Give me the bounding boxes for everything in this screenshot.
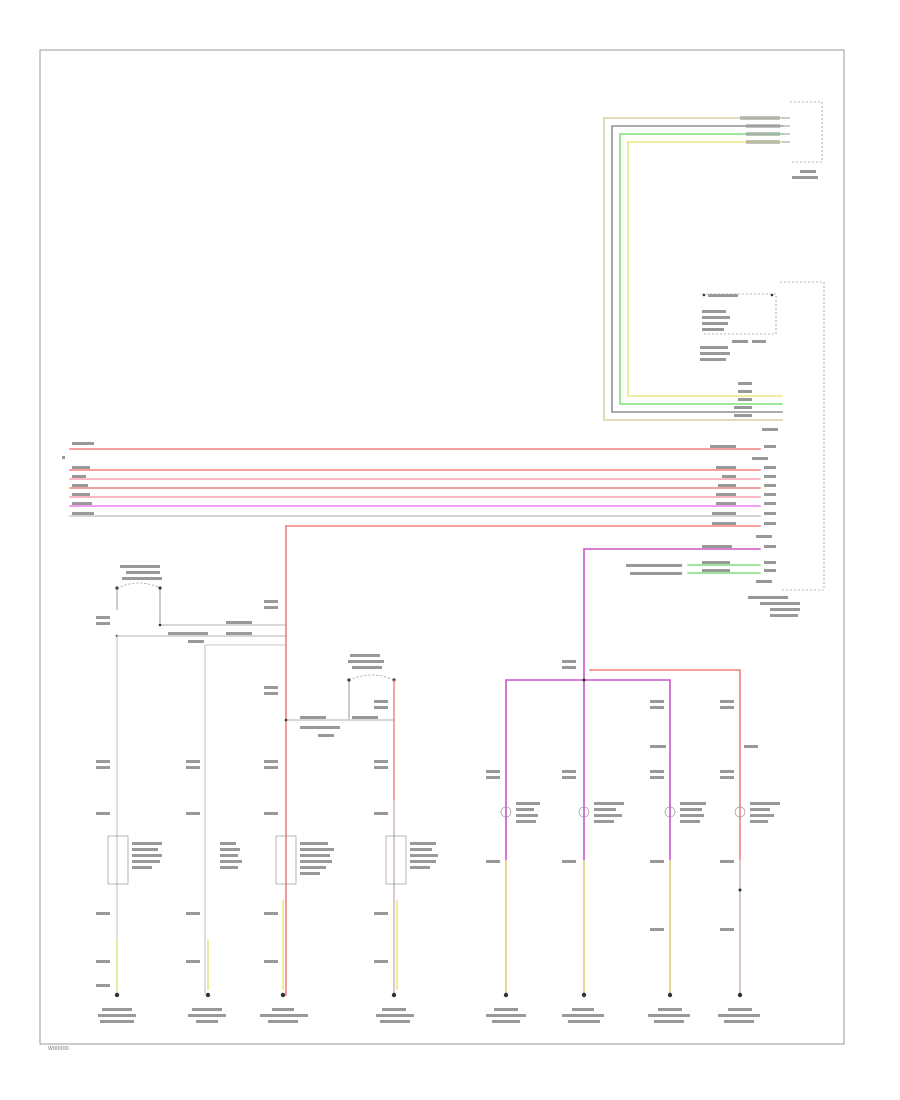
top-module-harness — [603, 116, 783, 421]
lamp-column-2 — [186, 645, 242, 1023]
lamp-column-7 — [648, 700, 706, 1023]
lower-right-wires — [583, 545, 776, 681]
left-jumper-wires — [117, 621, 286, 646]
main-module-label — [748, 596, 800, 617]
harness-labels — [62, 442, 776, 538]
diagram-frame — [39, 49, 845, 1045]
right-group-wires — [505, 660, 741, 996]
lamp-column-5 — [486, 770, 540, 1023]
lamp-column-3 — [260, 600, 334, 1023]
diagram-reference: W00000 — [48, 1046, 69, 1052]
lamp-column-6 — [562, 770, 624, 1023]
lamp-column-1 — [96, 636, 162, 1023]
left-switch — [96, 565, 162, 638]
main-module-pin-labels — [734, 382, 778, 431]
top-right-component — [782, 101, 823, 179]
middle-right-component — [700, 293, 777, 361]
middle-switch — [284, 654, 396, 737]
main-module-outline — [780, 281, 825, 591]
horizontal-harness — [69, 448, 761, 527]
lamp-column-4 — [374, 680, 438, 1023]
lamp-column-8 — [718, 700, 780, 1023]
